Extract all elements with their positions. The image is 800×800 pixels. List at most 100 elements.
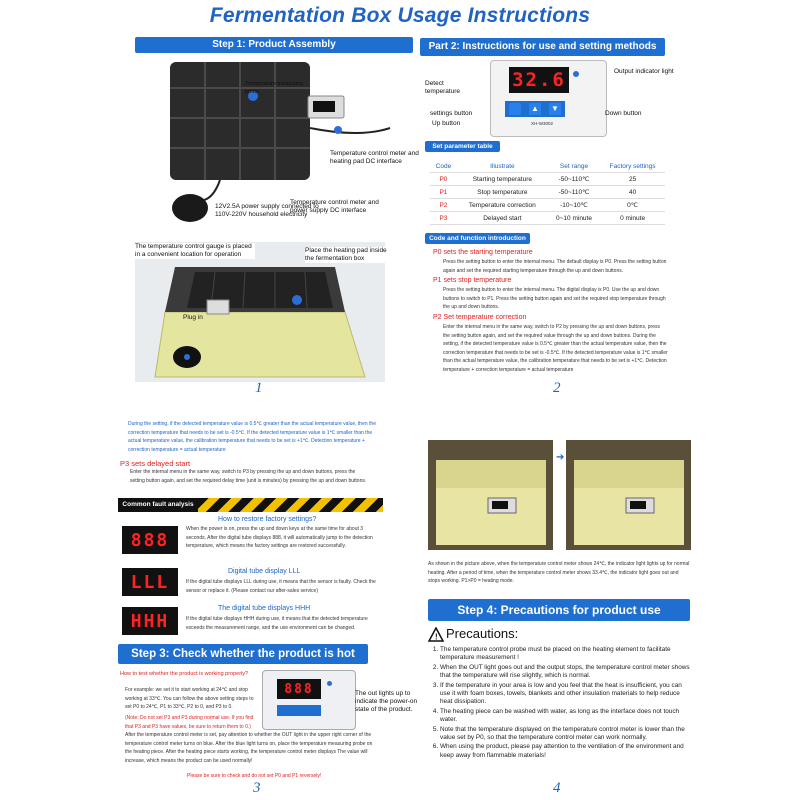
row-illustrate: Temperature correction [456, 198, 548, 212]
header-illustrate: Illustrate [456, 160, 548, 173]
row-factory: 0 minute [600, 211, 665, 225]
heating-caption: As shown in the picture above, when the … [428, 561, 690, 584]
warning-icon: ! [427, 626, 445, 642]
table-row: P2 Temperature correction -10~10℃ 0℃ [430, 198, 665, 212]
precaution-item: The heating piece can be washed with wat… [440, 708, 690, 725]
parameter-table-banner: Set parameter table [425, 141, 500, 152]
correction-intro-text: During the setting, if the detected temp… [128, 421, 376, 453]
header-factory: Factory settings [600, 160, 665, 173]
page-title: Fermentation Box Usage Instructions [209, 4, 591, 27]
arrow-right-icon: ➔ [556, 452, 565, 463]
precaution-item: The temperature control probe must be pl… [440, 646, 690, 663]
box-image [135, 242, 385, 382]
svg-text:!: ! [435, 633, 438, 642]
page-number-4: 4 [553, 780, 561, 796]
precaution-item: If the temperature in your area is low a… [440, 682, 690, 707]
p3-title: P3 sets delayed start [120, 459, 191, 468]
p3-text: Enter the internal menu in the same way,… [130, 469, 367, 484]
precaution-item: When using the product, please pay atten… [440, 743, 690, 760]
row-code: P0 [430, 172, 457, 186]
power-dc-label: Temperature control meter and power supp… [290, 199, 379, 214]
step1-banner: Step 1: Product Assembly [135, 37, 413, 53]
precaution-item: When the OUT light goes out and the outp… [440, 664, 690, 681]
check-warning: Please be sure to check and do not set P… [187, 773, 322, 779]
p0-text: Press the setting button to enter the in… [443, 259, 667, 274]
box-photo-illustration [436, 460, 546, 545]
assembly-image [160, 58, 410, 238]
p1-text: Press the setting button to enter the in… [443, 287, 666, 310]
controller-device: 32.6 ▲ ▼ XH-W3002 [490, 60, 607, 137]
settings-button[interactable] [509, 103, 521, 115]
table-row: P3 Delayed start 0~10 minute 0 minute [430, 211, 665, 225]
row-illustrate: Delayed start [456, 211, 548, 225]
table-header-row: Code Illustrate Set range Factory settin… [430, 160, 665, 173]
output-indicator-label: Output indicator light [614, 68, 674, 75]
check-text: For example: we set it to start working … [125, 687, 254, 710]
plug-in-label: Plug in [183, 314, 203, 321]
step3-display: 888 [277, 679, 321, 699]
page-number-1: 1 [255, 380, 263, 396]
meter-interface-label: Temperature control meter and heating pa… [330, 150, 419, 165]
header-set-range: Set range [547, 160, 601, 173]
p0-title: P0 sets the starting temperature [433, 249, 533, 256]
gauge-placement-label: The temperature control gauge is placed … [135, 243, 255, 259]
table-row: P1 Stop temperature -50~110℃ 40 [430, 185, 665, 199]
row-range: -50~110℃ [547, 172, 601, 186]
pad-placement-label: Place the heating pad inside the ferment… [305, 247, 390, 263]
check-title: How to test whether the product is worki… [120, 671, 249, 677]
row-range: -50~110℃ [547, 185, 601, 199]
down-button[interactable]: ▼ [549, 103, 561, 115]
fault1-text: When the power is on, press the up and d… [186, 526, 373, 549]
out-light-label: The out lights up to indicate the power-… [355, 690, 418, 713]
output-indicator-light [573, 71, 579, 77]
check-note: (Note: Do not set P3 and P3 during norma… [125, 715, 254, 730]
fault-display-hhh: HHH [122, 607, 178, 635]
step4-banner: Step 4: Precautions for product use [428, 599, 690, 621]
heating-off-photo [566, 440, 691, 550]
row-code: P1 [430, 185, 457, 199]
temperature-display: 32.6 [509, 67, 569, 93]
fault-display-888: 888 [122, 526, 178, 554]
fault2-text: If the digital tube displays LLL during … [186, 579, 376, 594]
p1-title: P1 sets stop temperature [433, 277, 512, 284]
row-factory: 25 [600, 172, 665, 186]
power-supply-label: 12V2.5A power supply connected to 110V-2… [215, 203, 319, 218]
up-button-label: Up button [432, 120, 461, 127]
settings-button-label: settings button [430, 110, 473, 117]
page-number-2: 2 [553, 380, 561, 396]
check-text-2: After the temperature control meter is s… [125, 732, 373, 764]
p2-text: Enter the internal menu in the same way,… [443, 324, 668, 373]
heating-pad-illustration [170, 62, 391, 222]
button-panel: ▲ ▼ [505, 101, 565, 117]
step3-controller-image: 888 [262, 670, 356, 730]
row-code: P3 [430, 211, 457, 225]
fault-analysis-banner: Common fault analysis [118, 498, 198, 512]
row-factory: 0℃ [600, 198, 665, 212]
code-function-banner: Code and function introduction [425, 233, 530, 244]
row-code: P2 [430, 198, 457, 212]
row-illustrate: Starting temperature [456, 172, 548, 186]
out-light-icon [327, 681, 332, 686]
fault1-title: How to restore factory settings? [218, 516, 317, 523]
step3-button-panel [277, 705, 321, 716]
device-model-text: XH-W3002 [531, 121, 554, 126]
page-number-3: 3 [253, 780, 261, 796]
row-factory: 40 [600, 185, 665, 199]
box-photo-illustration-2 [574, 460, 684, 545]
row-range: -10~10℃ [547, 198, 601, 212]
up-button[interactable]: ▲ [529, 103, 541, 115]
precautions-title: Precautions: [446, 626, 519, 641]
precaution-item: Note that the temperature displayed on t… [440, 726, 690, 743]
fault3-title: The digital tube displays HHH [218, 605, 311, 612]
fault2-title: Digital tube display LLL [228, 568, 301, 575]
parameter-table: Code Illustrate Set range Factory settin… [430, 160, 665, 225]
fermentation-box-illustration [154, 267, 366, 378]
detect-temperature-label: Detect temperature [425, 80, 461, 95]
heating-on-photo [428, 440, 553, 550]
fault3-text: If the digital tube displays HHH during … [186, 616, 368, 631]
header-code: Code [430, 160, 457, 173]
down-button-label: Down button [605, 110, 642, 117]
p2-title: P2 Set temperature correction [433, 314, 527, 321]
probe-label: Temperature measuring probe [245, 81, 304, 95]
part2-banner: Part 2: Instructions for use and setting… [420, 38, 665, 56]
